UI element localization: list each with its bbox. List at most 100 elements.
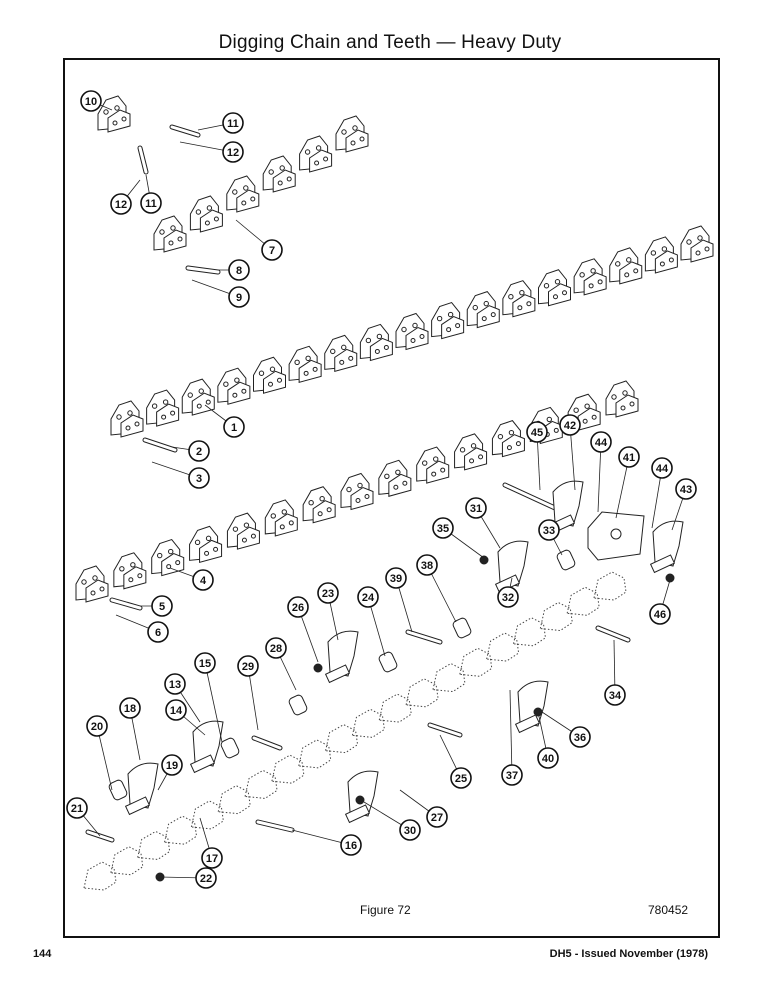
callout-number: 6 <box>155 627 161 639</box>
chain-link-hole <box>241 537 247 543</box>
chain-link-hole <box>447 311 454 318</box>
chain-link-hole <box>162 399 169 405</box>
callout: 8 <box>228 259 250 281</box>
callout-circle <box>222 112 244 134</box>
chain-link-plate <box>350 486 374 511</box>
callout-number: 25 <box>455 773 467 785</box>
digging-tooth <box>127 762 159 809</box>
chain-link-hole <box>312 366 318 372</box>
callout-number: 9 <box>236 292 242 304</box>
callout-number: 3 <box>196 473 202 485</box>
chain-link-plate <box>426 460 450 484</box>
chain-link-hole <box>365 337 372 344</box>
callout: 46 <box>649 603 671 625</box>
chain-link-hole <box>166 564 172 570</box>
callout-circle <box>526 421 548 443</box>
callout-number: 21 <box>71 803 83 815</box>
chain-link-hole <box>114 105 120 111</box>
callout-circle <box>465 497 487 519</box>
chain-link-hole <box>303 370 309 376</box>
digging-tooth <box>327 630 359 677</box>
callout-circle <box>66 797 88 819</box>
tooth-clamp-plate <box>189 754 216 774</box>
chain-link-plate <box>441 316 465 340</box>
chain-link-hole <box>341 344 347 351</box>
chain-link-plate <box>107 109 131 133</box>
chain-link-hole <box>582 418 588 424</box>
chain-link-hole <box>330 348 336 355</box>
callout-circle <box>287 596 309 618</box>
chain-link-hole <box>279 165 285 171</box>
callout: 14 <box>165 699 187 721</box>
callout-number: 46 <box>654 609 666 621</box>
callout-circle <box>261 239 283 261</box>
chain-link-hole <box>519 289 525 296</box>
callout-number: 26 <box>292 602 304 614</box>
chain-link-hole <box>170 410 176 416</box>
chain-link-hole <box>410 338 416 343</box>
chain-link-hole <box>196 403 202 409</box>
chain-link-hole <box>286 176 292 182</box>
callout: 34 <box>604 684 626 706</box>
callout: 22 <box>195 867 217 889</box>
chain-link-hole <box>412 322 418 329</box>
callout-leader <box>96 725 113 791</box>
chain-link-plate <box>191 392 215 416</box>
chain-link-hole <box>250 196 256 202</box>
chain-link-hole <box>626 257 632 263</box>
chain-link-plate <box>199 539 223 564</box>
chain-link-hole <box>611 394 617 400</box>
chain-link-plate <box>619 261 643 285</box>
chain-link-hole <box>543 283 550 289</box>
issue-date: DH5 - Issued November (1978) <box>549 948 708 960</box>
chain-link-hole <box>483 300 489 307</box>
tooth-bar-link <box>137 830 171 860</box>
chain-link-hole <box>459 447 466 453</box>
chain-link-hole <box>288 520 294 526</box>
figure-frame <box>63 58 720 938</box>
tooth-bar-link <box>512 617 547 647</box>
callout-circle <box>228 286 250 308</box>
chain-link-hole <box>159 229 165 235</box>
chain-link-hole <box>121 116 127 122</box>
nut <box>665 573 675 583</box>
callout-number: 41 <box>623 452 635 464</box>
callout-circle <box>237 655 259 677</box>
chain-link-hole <box>615 261 621 267</box>
callout-circle <box>357 586 379 608</box>
digging-tooth <box>347 770 379 817</box>
callout-number: 44 <box>656 463 669 475</box>
tooth-bar-link <box>217 785 251 815</box>
callout-circle <box>194 652 216 674</box>
chain-link-hole <box>326 507 332 513</box>
pin-highlight <box>143 438 177 452</box>
chain-link-hole <box>469 458 475 464</box>
bushing <box>556 549 576 571</box>
chain-link-hole <box>205 535 212 542</box>
callout-number: 39 <box>390 573 402 585</box>
callout-number: 38 <box>421 560 433 572</box>
chain-link-hole <box>198 388 204 394</box>
chain-link-hole <box>268 381 273 387</box>
callout-number: 31 <box>470 503 482 515</box>
page-number: 144 <box>33 948 52 960</box>
tooth-clamp-plate <box>514 714 541 734</box>
callout: 41 <box>618 446 640 468</box>
callout-number: 22 <box>200 873 212 885</box>
chain-link-hole <box>305 355 311 362</box>
callout-number: 11 <box>227 118 239 130</box>
nut <box>355 795 365 805</box>
chain-link-hole <box>383 344 389 350</box>
callout: 37 <box>501 764 523 786</box>
callout-circle <box>192 569 214 591</box>
chain-link-plate <box>501 434 525 458</box>
callout-circle <box>188 467 210 489</box>
chain-link-hole <box>629 401 635 407</box>
chain-link-plate <box>236 526 260 550</box>
chain-link-hole <box>157 552 163 559</box>
callout: 39 <box>385 567 407 589</box>
tooth-bar-link <box>593 571 627 601</box>
callout: 38 <box>416 554 438 576</box>
chain-link-plate <box>476 305 500 329</box>
chain-strand <box>153 115 369 253</box>
